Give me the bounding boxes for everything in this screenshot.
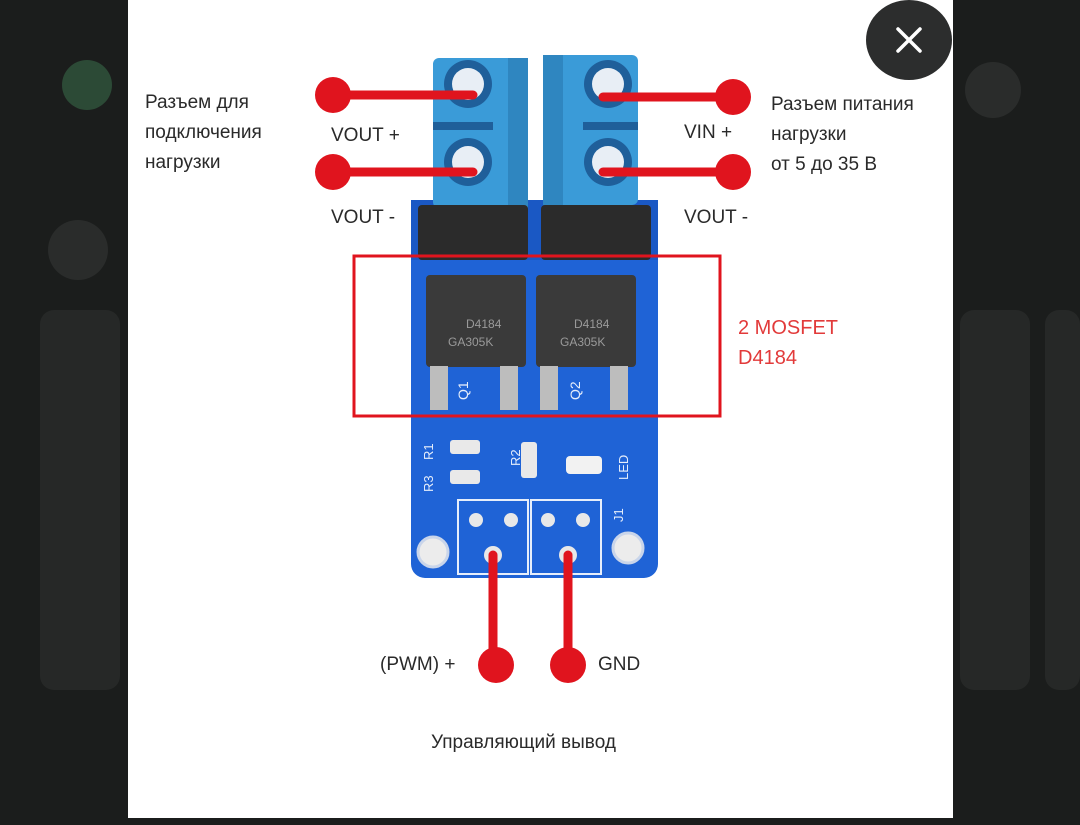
mounting-hole: [611, 531, 645, 565]
resistor-r1: [450, 440, 480, 454]
module-photo: D4184 GA305K D4184 GA305K Q1 Q2 R1 R3 R2…: [315, 55, 751, 683]
callout-dot: [478, 647, 514, 683]
callout-dot: [315, 154, 351, 190]
pwm-label: (PWM) +: [380, 654, 456, 675]
svg-text:R3: R3: [421, 475, 436, 492]
background-card: [40, 310, 120, 690]
gnd-label: GND: [598, 654, 641, 675]
led: [566, 456, 602, 474]
svg-text:R2: R2: [508, 449, 523, 466]
mosfet-highlight-box: [352, 254, 722, 418]
control-pin-label: Управляющий вывод: [431, 732, 616, 753]
background-card: [1045, 310, 1080, 690]
vout-plus-label: VOUT +: [331, 125, 400, 146]
close-icon: [896, 27, 922, 53]
chip2-line1: D4184: [574, 317, 610, 331]
resistor-r3: [450, 470, 480, 484]
background-card: [960, 310, 1030, 690]
background-icon: [62, 60, 112, 110]
chip1-line2: GA305K: [448, 335, 493, 349]
background-avatar: [48, 220, 108, 280]
q1-mark: Q1: [455, 381, 471, 400]
vout-minus-right-label: VOUT -: [684, 207, 749, 228]
vin-plus-label: VIN +: [684, 122, 733, 143]
background-avatar: [965, 62, 1021, 118]
svg-text:R1: R1: [421, 443, 436, 460]
callout-dot: [315, 77, 351, 113]
resistor-r2: [521, 442, 537, 478]
svg-text:J1: J1: [611, 508, 626, 522]
chip1-line1: D4184: [466, 317, 502, 331]
callout-dot: [715, 79, 751, 115]
left-connector-label: Разъем для подключения нагрузки: [145, 92, 262, 173]
image-viewer: D4184 GA305K D4184 GA305K Q1 Q2 R1 R3 R2…: [128, 0, 953, 818]
q2-mark: Q2: [567, 381, 583, 400]
chip2-line2: GA305K: [560, 335, 605, 349]
callout-dot: [715, 154, 751, 190]
svg-text:LED: LED: [616, 455, 631, 480]
callout-dot: [550, 647, 586, 683]
mounting-hole: [416, 535, 450, 569]
close-button[interactable]: [866, 0, 952, 80]
right-connector-label: Разъем питания нагрузки от 5 до 35 В: [771, 94, 914, 175]
screw: [592, 68, 624, 100]
mosfet-chip-q2: [536, 275, 636, 367]
vout-minus-left-label: VOUT -: [331, 207, 396, 228]
mosfet-chip-q1: [426, 275, 526, 367]
mosfet-label: 2 MOSFET D4184: [738, 317, 839, 369]
